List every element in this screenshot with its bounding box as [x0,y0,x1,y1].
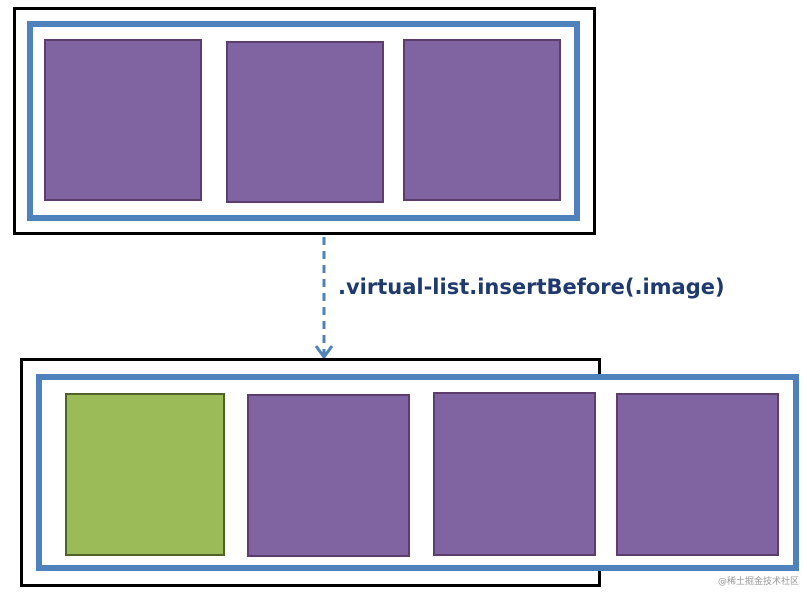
watermark: @稀土掘金技术社区 [717,577,799,587]
virtual-list-before [27,21,580,221]
image-box [44,39,202,201]
image-box [403,39,561,201]
virtual-list-after [36,374,799,571]
inserted-image-box [65,393,225,556]
image-box [226,41,384,203]
image-box [433,392,596,556]
operation-label: .virtual-list.insertBefore(.image) [338,275,725,299]
image-box [247,394,410,557]
arrow-head-icon [314,345,334,360]
image-box [616,393,779,556]
